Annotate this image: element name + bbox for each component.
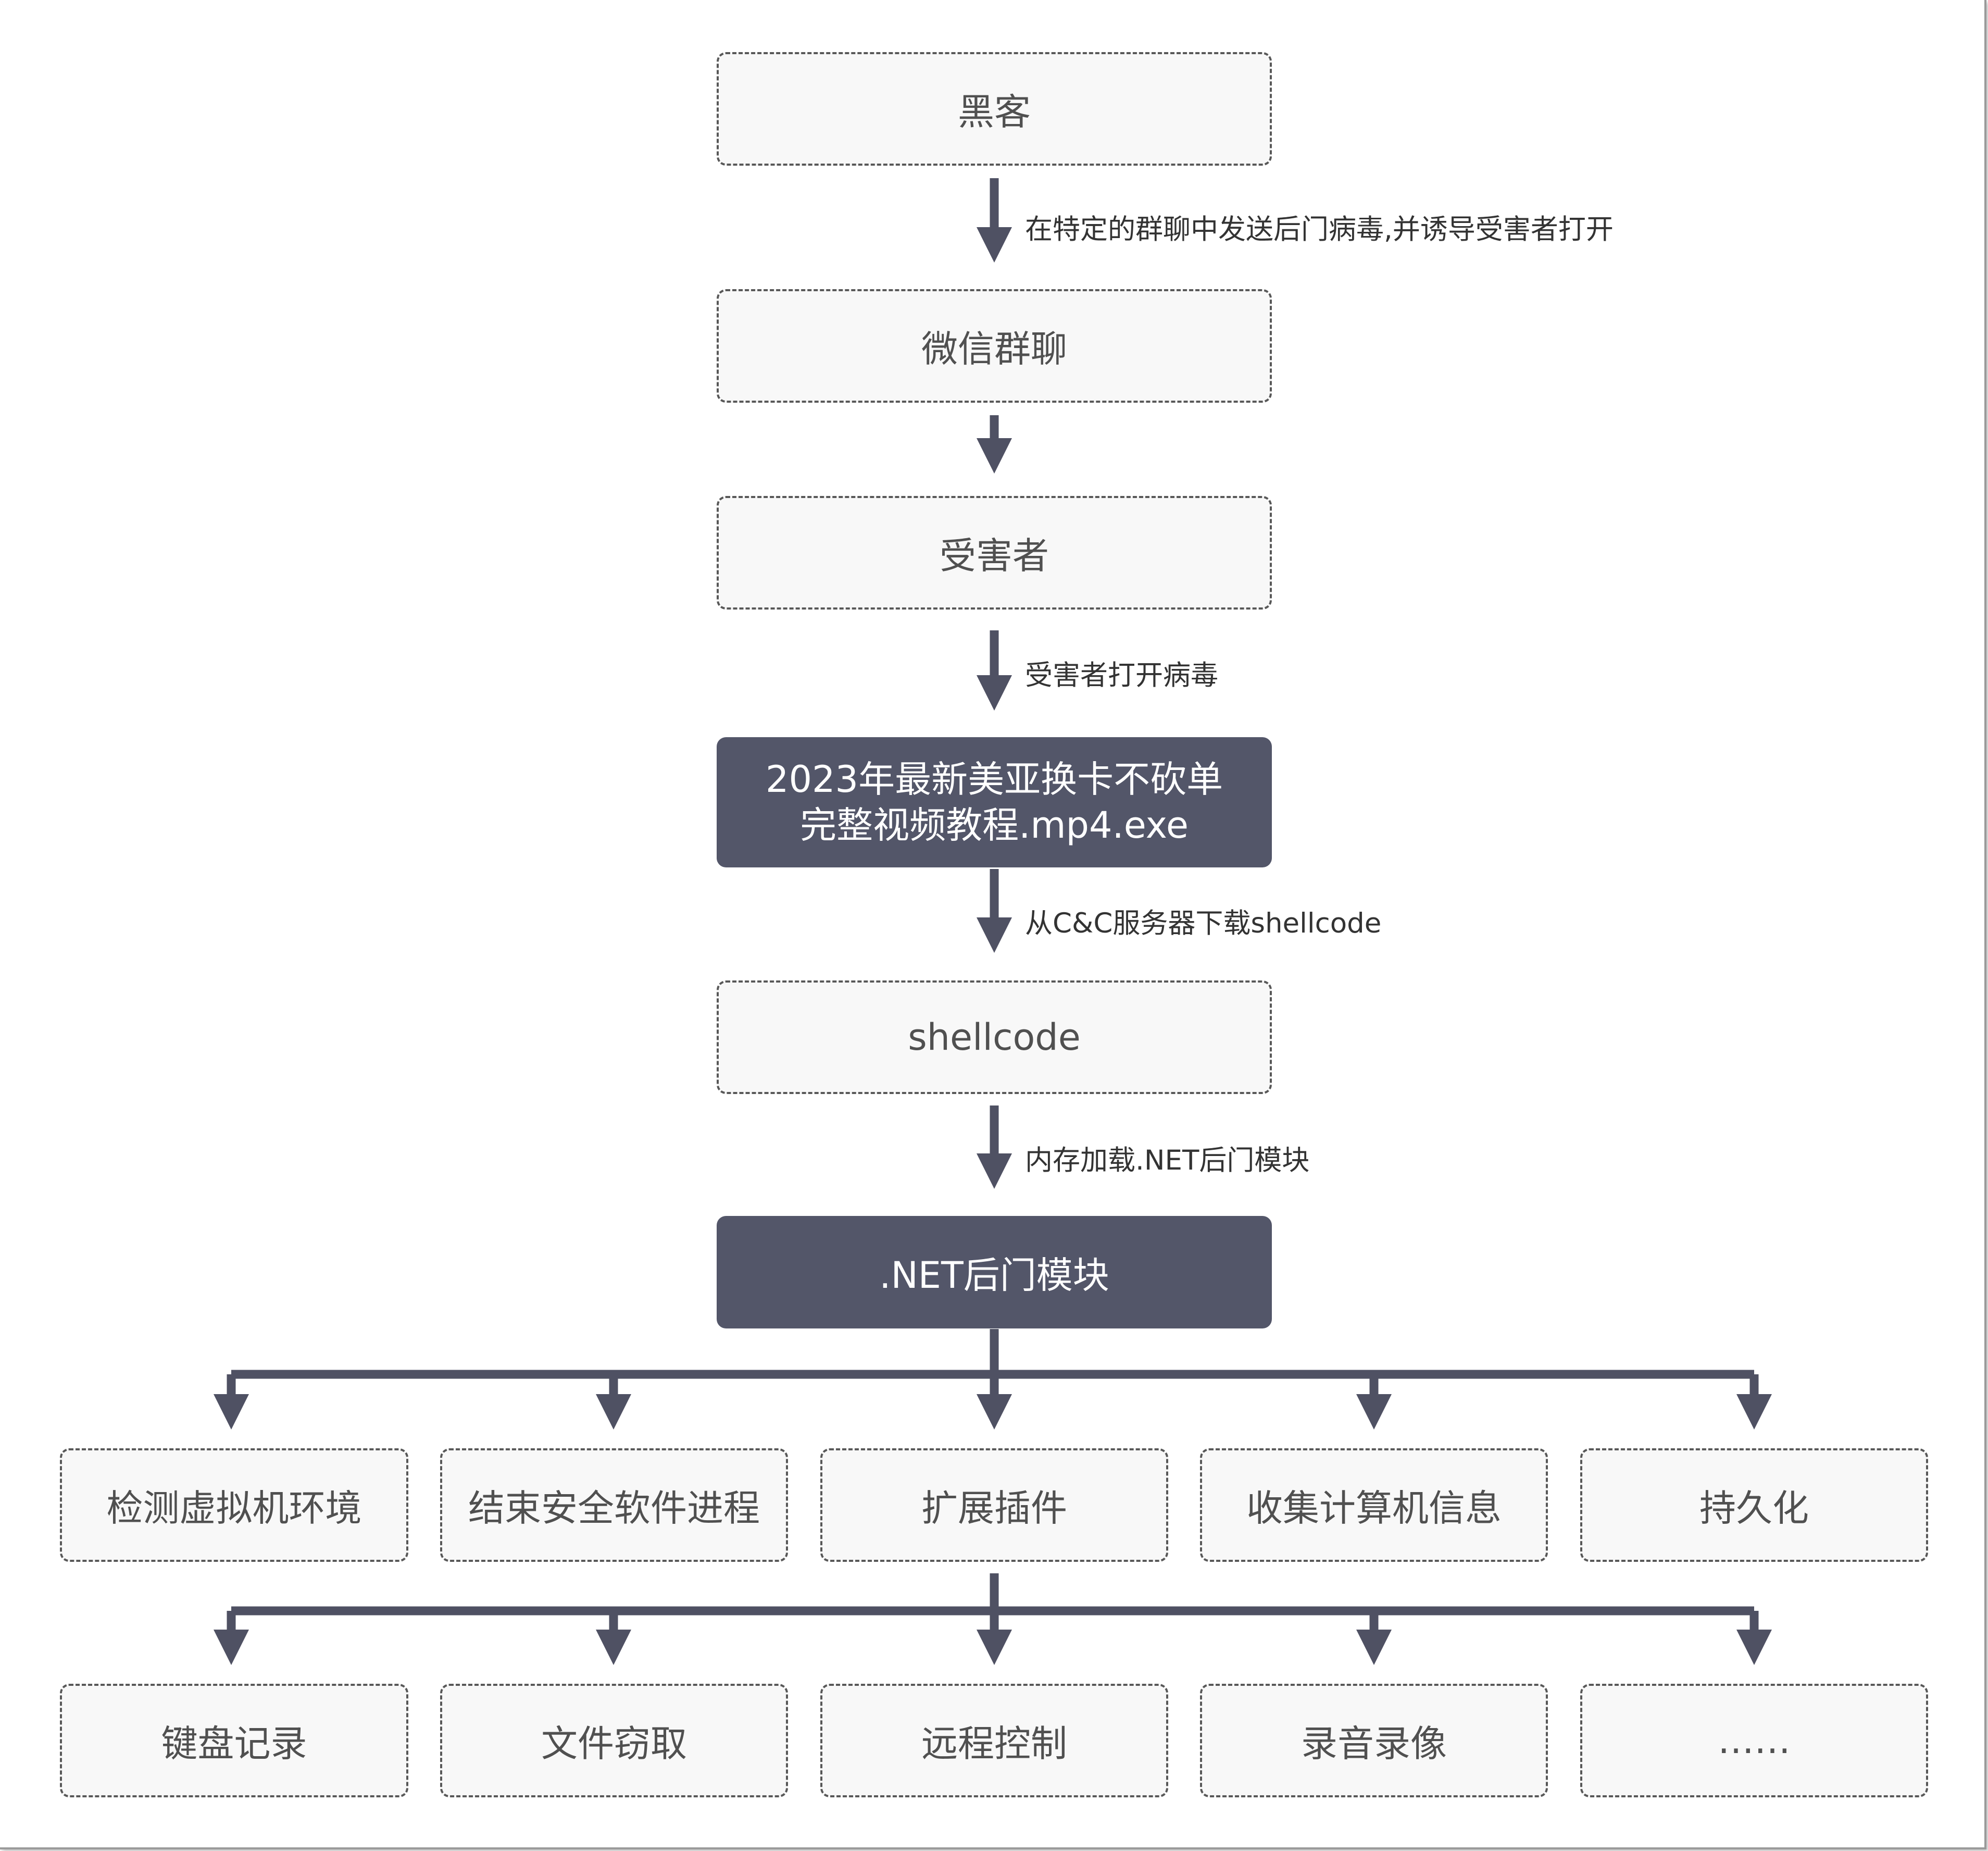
node-victim: 受害者 xyxy=(717,496,1272,610)
function-detect-vm: 检测虚拟机环境 xyxy=(60,1448,408,1562)
node-shellcode: shellcode xyxy=(717,980,1272,1094)
function-keylogging: 键盘记录 xyxy=(60,1684,408,1797)
node-hacker: 黑客 xyxy=(717,52,1272,166)
label-victim-to-exe: 受害者打开病毒 xyxy=(1025,660,1218,691)
function-persistence: 持久化 xyxy=(1580,1448,1928,1562)
function-extension-plugins: 扩展插件 xyxy=(820,1448,1168,1562)
malware-exe-line-2: 完整视频教程.mp4.exe xyxy=(800,804,1189,847)
function-collect-host-info: 收集计算机信息 xyxy=(1200,1448,1548,1562)
label-hacker-to-group: 在特定的群聊中发送后门病毒,并诱导受害者打开 xyxy=(1025,214,1614,245)
function-audio-video-recording: 录音录像 xyxy=(1200,1684,1548,1797)
node-malware-exe: 2023年最新美亚换卡不砍单 完整视频教程.mp4.exe xyxy=(717,737,1272,867)
label-exe-to-shellcode: 从C&C服务器下载shellcode xyxy=(1025,908,1382,939)
function-file-theft: 文件窃取 xyxy=(440,1684,788,1797)
node-net-backdoor: .NET后门模块 xyxy=(717,1216,1272,1328)
node-wechat-group: 微信群聊 xyxy=(717,289,1272,403)
label-shellcode-to-backdoor: 内存加载.NET后门模块 xyxy=(1025,1145,1310,1176)
function-kill-security-software: 结束安全软件进程 xyxy=(440,1448,788,1562)
function-more: …… xyxy=(1580,1684,1928,1797)
function-remote-control: 远程控制 xyxy=(820,1684,1168,1797)
malware-exe-line-1: 2023年最新美亚换卡不砍单 xyxy=(765,758,1223,801)
